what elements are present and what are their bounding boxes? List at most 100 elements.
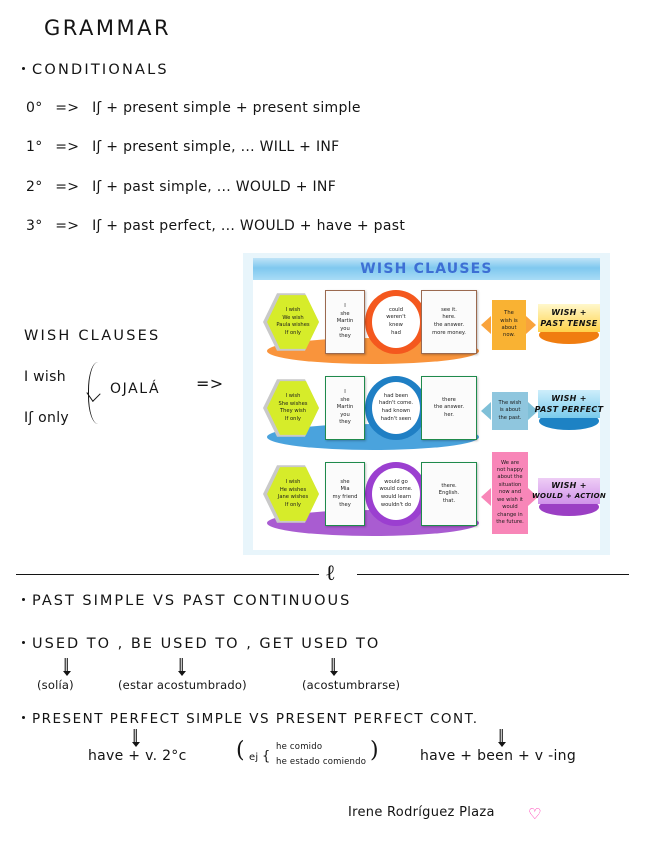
- card-line: she: [340, 478, 350, 485]
- callout-line: not happy: [496, 467, 524, 474]
- callout-line: situation: [498, 481, 522, 488]
- diagram-canvas: WISH CLAUSES I wish We wish Paula wishes…: [253, 258, 606, 550]
- conditional-number: 1°: [26, 139, 43, 155]
- callout-line: The: [504, 310, 514, 317]
- callout-line: now and: [498, 489, 522, 496]
- ring-line: had: [391, 329, 401, 336]
- heart-icon: ♡: [528, 805, 542, 823]
- conditional-formula: Iʃ + present simple, ... WILL + INF: [92, 139, 340, 155]
- conditional-arrow: =>: [55, 100, 80, 116]
- arrow-right-icon: [526, 316, 536, 334]
- object-card: see it. here. the answer. more money.: [421, 290, 477, 354]
- present-perfect-heading-label: PRESENT PERFECT SIMPLE VS PRESENT PERFEC…: [32, 711, 479, 727]
- used-to-gloss-2: (acostumbrarse): [302, 678, 401, 692]
- hex-line: I wish: [285, 393, 301, 399]
- card-line: she: [340, 310, 350, 317]
- ring-line: would go: [384, 478, 408, 485]
- wish-clauses-diagram: WISH CLAUSES I wish We wish Paula wishes…: [243, 253, 610, 555]
- diagram-title: WISH CLAUSES: [253, 258, 600, 280]
- divider-line-left: [16, 574, 319, 575]
- ring-line: hadn't come.: [378, 400, 414, 407]
- hex-line: He wishes: [279, 486, 307, 493]
- divider-line-right: [357, 574, 629, 575]
- signature: Irene Rodríguez Plaza: [348, 805, 495, 820]
- hex-line: Paula wishes: [276, 322, 310, 328]
- card-line: the answer.: [433, 322, 465, 328]
- wish-row-past-tense: I wish We wish Paula wishes If only I sh…: [253, 284, 600, 366]
- card-line: more money.: [432, 329, 466, 336]
- card-line: Martin: [336, 404, 354, 411]
- example-label: ej: [249, 752, 259, 763]
- arrow-left-icon: [481, 316, 491, 334]
- past-simple-heading-label: PAST SIMPLE VS PAST CONTINUOUS: [32, 593, 352, 609]
- ring-line: hadn't seen: [380, 415, 412, 422]
- divider-flourish: ℓ: [325, 561, 336, 586]
- conditional-row-2: 2° => Iʃ + past simple, ... WOULD + INF: [26, 179, 336, 195]
- rule-line: WISH +: [551, 394, 587, 403]
- ring-line: would come.: [379, 486, 413, 493]
- ring-line: had known: [381, 408, 411, 414]
- rule-pill-would-action: WISH + WOULD + ACTION: [532, 478, 606, 504]
- object-card: there. English. that.: [421, 462, 477, 526]
- card-line: there.: [441, 482, 457, 489]
- wish-row-past-perfect: I wish She wishes They wish If only I sh…: [253, 370, 603, 452]
- example-brace-icon: {: [262, 749, 271, 764]
- conditionals-heading-label: CONDITIONALS: [32, 62, 169, 78]
- callout-line: about: [501, 325, 517, 331]
- ring-line: had been: [383, 392, 409, 399]
- hex-line: If only: [285, 415, 301, 422]
- page-title: GRAMMAR: [44, 16, 172, 40]
- conditional-formula: Iʃ + past perfect, ... WOULD + have + pa…: [92, 218, 406, 234]
- card-line: Mia: [340, 486, 350, 493]
- rule-line: WISH +: [551, 481, 587, 490]
- explanation-callout: We are not happy about the situation now…: [492, 452, 528, 534]
- used-to-heading: USED TO , BE USED TO , GET USED TO: [22, 636, 380, 652]
- example-paren-open: (: [236, 738, 245, 763]
- card-line: you: [340, 411, 350, 418]
- card-line: you: [340, 325, 350, 332]
- conditional-arrow: =>: [55, 218, 80, 234]
- verb-ring: would go would come. would learn wouldn'…: [372, 468, 420, 520]
- card-line: see it.: [441, 306, 457, 313]
- example-line-2: he estado comiendo: [276, 757, 367, 767]
- wish-note-line-1: I wish: [24, 369, 66, 385]
- verb-ring: had been hadn't come. had known hadn't s…: [372, 382, 420, 434]
- card-line: I: [344, 389, 346, 396]
- conditional-arrow: =>: [55, 179, 80, 195]
- arrow-left-icon: [481, 402, 491, 420]
- card-line: the answer.: [433, 404, 465, 411]
- card-line: they: [339, 333, 351, 340]
- object-card: there the answer. her.: [421, 376, 477, 440]
- callout-line: wish is: [500, 317, 518, 324]
- card-line: there: [442, 396, 456, 403]
- rule-line: WOULD + ACTION: [531, 492, 607, 500]
- subject-card: she Mia my friend they: [325, 462, 365, 526]
- rule-line: PAST PERFECT: [534, 405, 604, 414]
- card-line: they: [339, 419, 351, 426]
- used-to-gloss-0: (solía): [37, 678, 74, 692]
- wish-clauses-heading: WISH CLAUSES: [24, 328, 161, 344]
- ring-line: wouldn't do: [380, 501, 412, 508]
- conditional-row-0: 0° => Iʃ + present simple + present simp…: [26, 100, 361, 116]
- card-line: English.: [438, 490, 460, 497]
- conditional-number: 3°: [26, 218, 43, 234]
- card-line: that.: [442, 497, 456, 504]
- callout-line: is about: [499, 407, 521, 414]
- bullet-icon: [22, 641, 25, 644]
- example-paren-close: ): [370, 738, 379, 763]
- subject-card: I she Martin you they: [325, 376, 365, 440]
- down-arrow-icon: ‖: [330, 658, 338, 676]
- ring-line: could: [388, 306, 404, 313]
- verb-ring: could weren't knew had: [372, 296, 420, 348]
- card-line: I: [344, 303, 346, 310]
- past-simple-heading: PAST SIMPLE VS PAST CONTINUOUS: [22, 593, 351, 609]
- explanation-callout: The wish is about now.: [492, 300, 526, 350]
- conditional-number: 2°: [26, 179, 43, 195]
- hex-line: I wish: [285, 307, 301, 313]
- card-line: my friend: [332, 494, 358, 500]
- rule-line: WISH +: [551, 308, 587, 317]
- conditional-formula: Iʃ + present simple + present simple: [92, 100, 361, 116]
- card-line: Martin: [336, 318, 354, 325]
- ring-line: weren't: [386, 314, 406, 321]
- hex-line: She wishes: [278, 400, 308, 407]
